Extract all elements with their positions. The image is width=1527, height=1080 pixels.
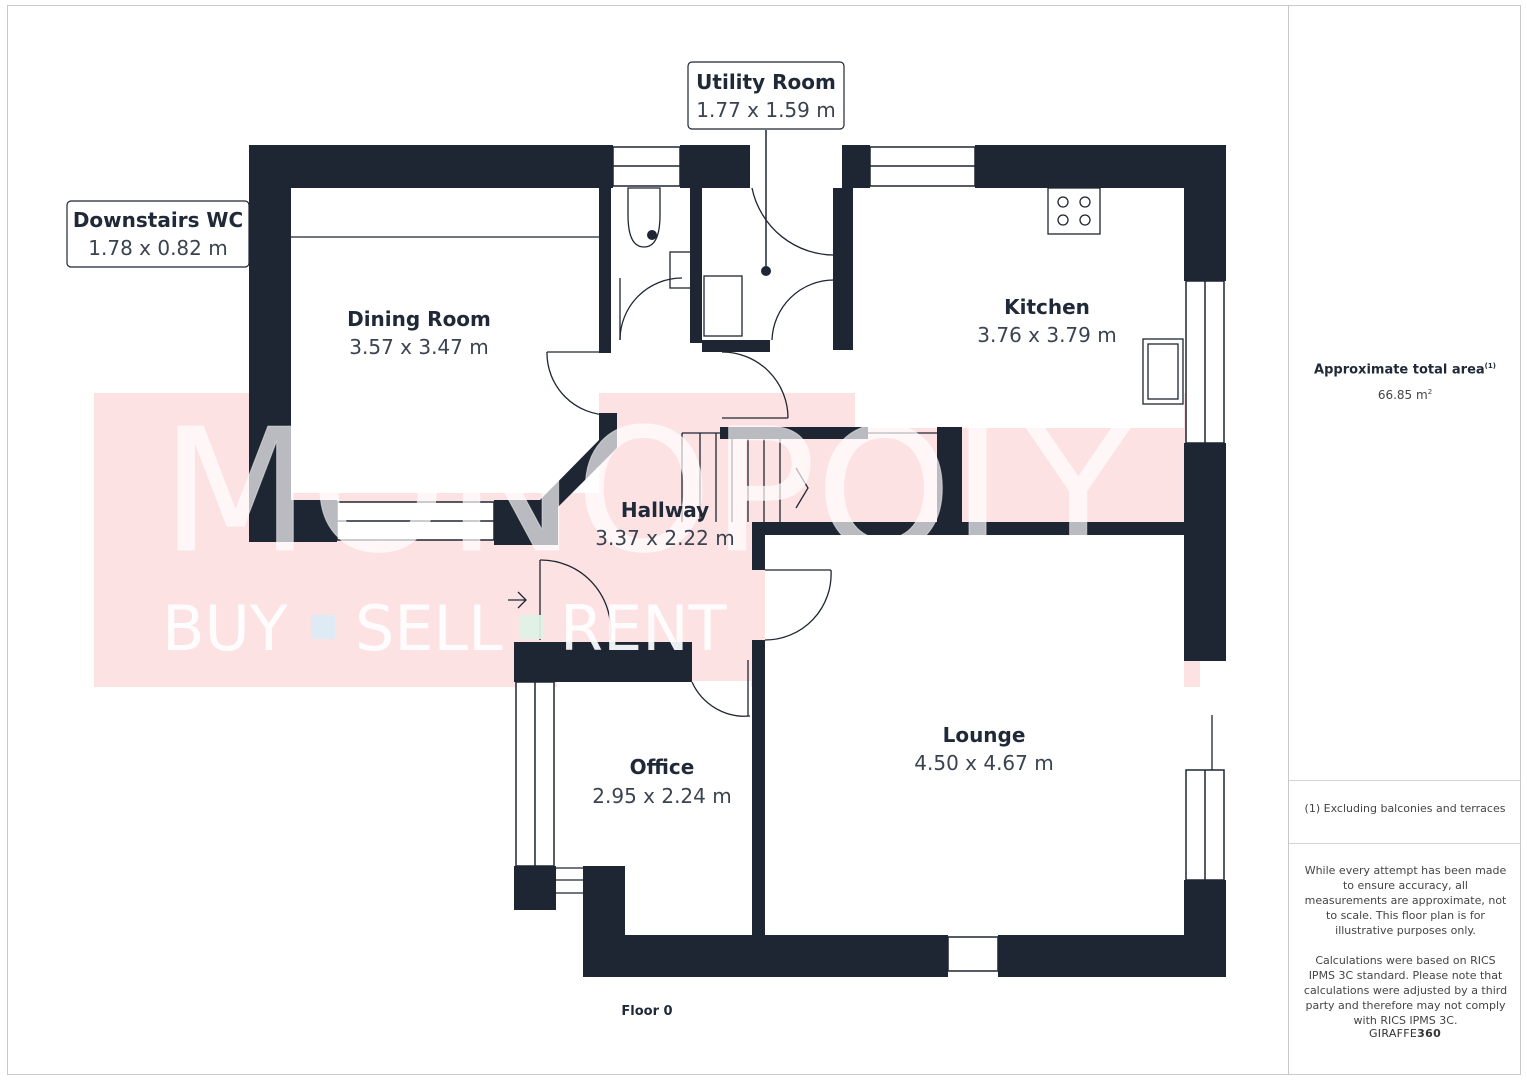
area-footnote-marker: (1): [1484, 362, 1496, 370]
watermark-square-2: [519, 615, 543, 639]
brand-bold: 360: [1417, 1027, 1442, 1040]
watermark-registered: ®: [1018, 561, 1052, 601]
downstairs-wc-name: Downstairs WC: [73, 208, 243, 232]
utility-room-size: 1.77 x 1.59 m: [696, 98, 835, 122]
hallway-name: Hallway: [621, 498, 709, 522]
office-size: 2.95 x 2.24 m: [592, 784, 731, 808]
lounge-size: 4.50 x 4.67 m: [914, 751, 1053, 775]
utility-pointer-dot: [761, 266, 771, 276]
disclaimer-calculations: Calculations were based on RICS IPMS 3C …: [1303, 954, 1508, 1027]
lounge-name: Lounge: [943, 723, 1026, 747]
dining-room-size: 3.57 x 3.47 m: [349, 335, 488, 359]
brand-logo: GIRAFFE360: [1289, 1027, 1521, 1040]
disclaimer-accuracy: While every attempt has been made to ens…: [1304, 864, 1507, 937]
watermark-tagline-buy: BUY: [162, 592, 288, 665]
kitchen-size: 3.76 x 3.79 m: [977, 323, 1116, 347]
drawing-frame: [7, 5, 1521, 1075]
watermark-text: MONOPOLY BUY SELL RENT ®: [161, 393, 1133, 666]
downstairs-wc-label-box: [66, 200, 250, 268]
sidebar-divider-1: [1289, 780, 1521, 781]
walls: [249, 145, 1226, 977]
room-floors: [291, 188, 1184, 935]
kitchen-name: Kitchen: [1004, 295, 1090, 319]
area-title: Approximate total area(1): [1289, 362, 1521, 377]
sidebar-divider-2: [1289, 843, 1521, 844]
wc-pointer-dot: [647, 230, 657, 240]
hallway-size: 3.37 x 2.22 m: [595, 526, 734, 550]
area-unit-superscript: 2: [1427, 388, 1433, 396]
brand-light: GIRAFFE: [1368, 1027, 1418, 1040]
area-value: 66.85 m2: [1289, 388, 1521, 402]
utility-room-label-box: [687, 61, 845, 130]
watermark-name: MONOPOLY: [161, 393, 1132, 591]
office-name: Office: [630, 755, 695, 779]
windows: [336, 146, 1225, 972]
area-title-text: Approximate total area: [1314, 362, 1485, 378]
watermark-tagline-sell: SELL: [355, 592, 503, 665]
watermark-square-1: [311, 615, 335, 639]
dining-room-name: Dining Room: [347, 307, 491, 331]
door-swings: [291, 187, 1213, 894]
watermark-tagline-rent: RENT: [560, 592, 728, 665]
disclaimer: While every attempt has been made to ens…: [1303, 863, 1508, 1043]
utility-room-name: Utility Room: [696, 70, 836, 94]
area-value-text: 66.85 m: [1377, 388, 1428, 402]
floor-label: Floor 0: [621, 1004, 672, 1019]
info-sidebar: Approximate total area(1) 66.85 m2 (1) E…: [1288, 5, 1521, 1075]
footnote: (1) Excluding balconies and terraces: [1304, 802, 1506, 815]
room-labels: Downstairs WC 1.78 x 0.82 m Utility Room…: [73, 70, 1117, 1019]
downstairs-wc-size: 1.78 x 0.82 m: [88, 236, 227, 260]
